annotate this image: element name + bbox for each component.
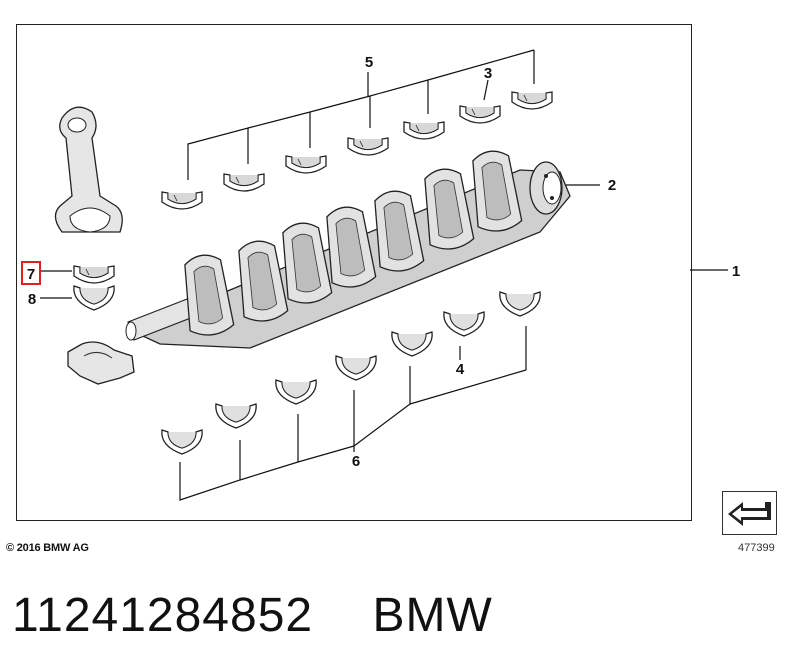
callout-8: 8 xyxy=(28,291,36,308)
callout-5: 5 xyxy=(365,54,373,71)
bearing-shell-7 xyxy=(73,265,115,284)
callout-7[interactable]: 7 xyxy=(27,266,35,283)
part-number: 11241284852 xyxy=(12,589,314,642)
brand-name: BMW xyxy=(372,589,493,642)
callout-6: 6 xyxy=(352,453,360,470)
crankshaft xyxy=(125,147,571,349)
callout-7-highlight xyxy=(21,261,41,285)
arrow-right-icon xyxy=(728,502,771,526)
diagram-frame xyxy=(16,24,692,521)
callout-4: 4 xyxy=(456,361,465,378)
bearing-shell-8 xyxy=(73,285,115,311)
leader-lines xyxy=(40,49,728,501)
copyright-text: © 2016 BMW AG xyxy=(6,542,89,554)
connecting-rod-cap xyxy=(67,341,135,385)
connecting-rod xyxy=(54,106,123,233)
caption: 11241284852 BMW xyxy=(12,588,493,643)
callout-2: 2 xyxy=(608,177,616,194)
callout-1: 1 xyxy=(732,263,740,280)
callout-3: 3 xyxy=(484,65,492,82)
next-diagram-button[interactable] xyxy=(722,491,777,535)
diagram-number: 477399 xyxy=(738,542,775,554)
